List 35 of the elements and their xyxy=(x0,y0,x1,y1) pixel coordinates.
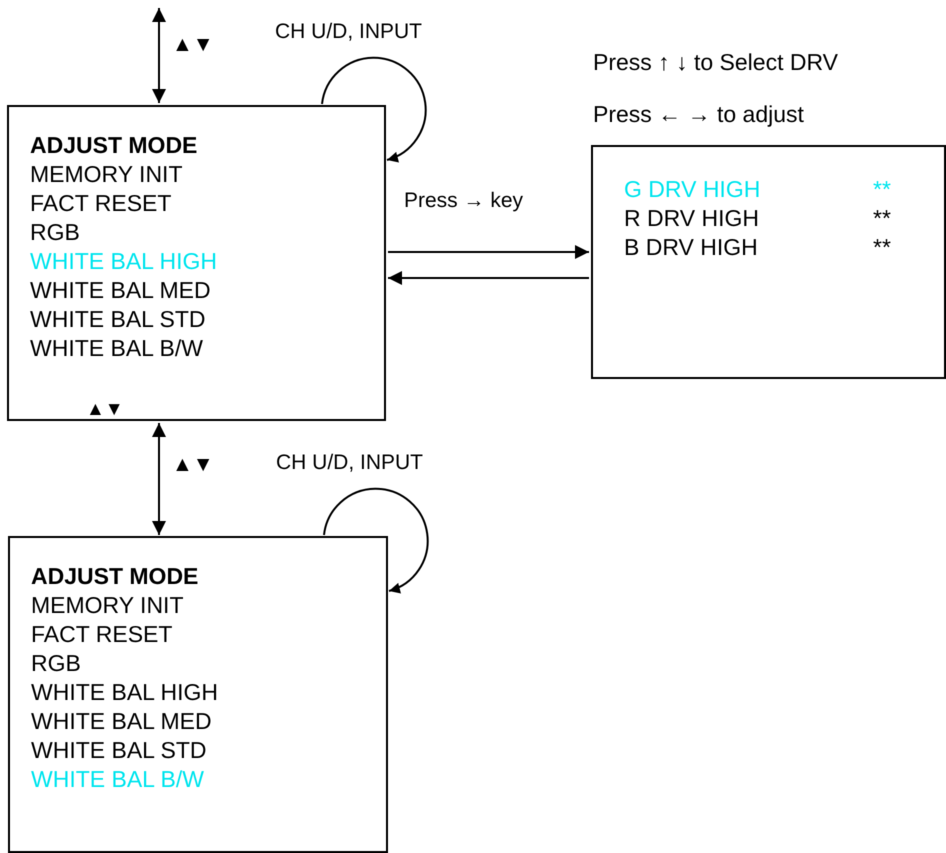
edge-label: CH U/D, INPUT xyxy=(275,20,422,44)
menu-item: WHITE BAL STD xyxy=(31,736,206,765)
arrow xyxy=(388,271,589,285)
arrow xyxy=(152,423,166,535)
menu-item: MEMORY INIT xyxy=(31,591,184,620)
menu-item: RGB xyxy=(31,649,81,678)
menu-item: WHITE BAL HIGH xyxy=(30,247,217,276)
menu-item: R DRV HIGH xyxy=(624,204,760,233)
menu-item: FACT RESET xyxy=(31,620,172,649)
menu-item: WHITE BAL B/W xyxy=(30,334,203,363)
menu-item: WHITE BAL MED xyxy=(31,707,212,736)
arrow xyxy=(321,56,427,162)
menu-screen xyxy=(7,105,386,421)
menu-title: ADJUST MODE xyxy=(30,131,198,160)
menu-item: WHITE BAL B/W xyxy=(31,765,204,794)
edge-label: CH U/D, INPUT xyxy=(276,451,423,475)
arrow xyxy=(388,245,589,259)
menu-item: FACT RESET xyxy=(30,189,172,218)
menu-item: WHITE BAL MED xyxy=(30,276,211,305)
menu-item: MEMORY INIT xyxy=(30,160,182,189)
key-symbols: ▲▼ xyxy=(86,400,124,419)
menu-item: WHITE BAL HIGH xyxy=(31,678,218,707)
menu-item: WHITE BAL STD xyxy=(30,305,206,334)
arrow xyxy=(323,488,429,593)
value-text: ** xyxy=(873,204,891,233)
value-text: ** xyxy=(873,233,891,262)
menu-item: G DRV HIGH xyxy=(624,175,760,204)
value-text: ** xyxy=(873,175,891,204)
menu-title: ADJUST MODE xyxy=(31,562,198,591)
menu-item: B DRV HIGH xyxy=(624,233,758,262)
arrow xyxy=(152,8,166,103)
menu-screen xyxy=(8,536,388,853)
menu-screen xyxy=(591,145,946,379)
menu-item: RGB xyxy=(30,218,80,247)
edge-label: Press → key xyxy=(404,189,524,213)
